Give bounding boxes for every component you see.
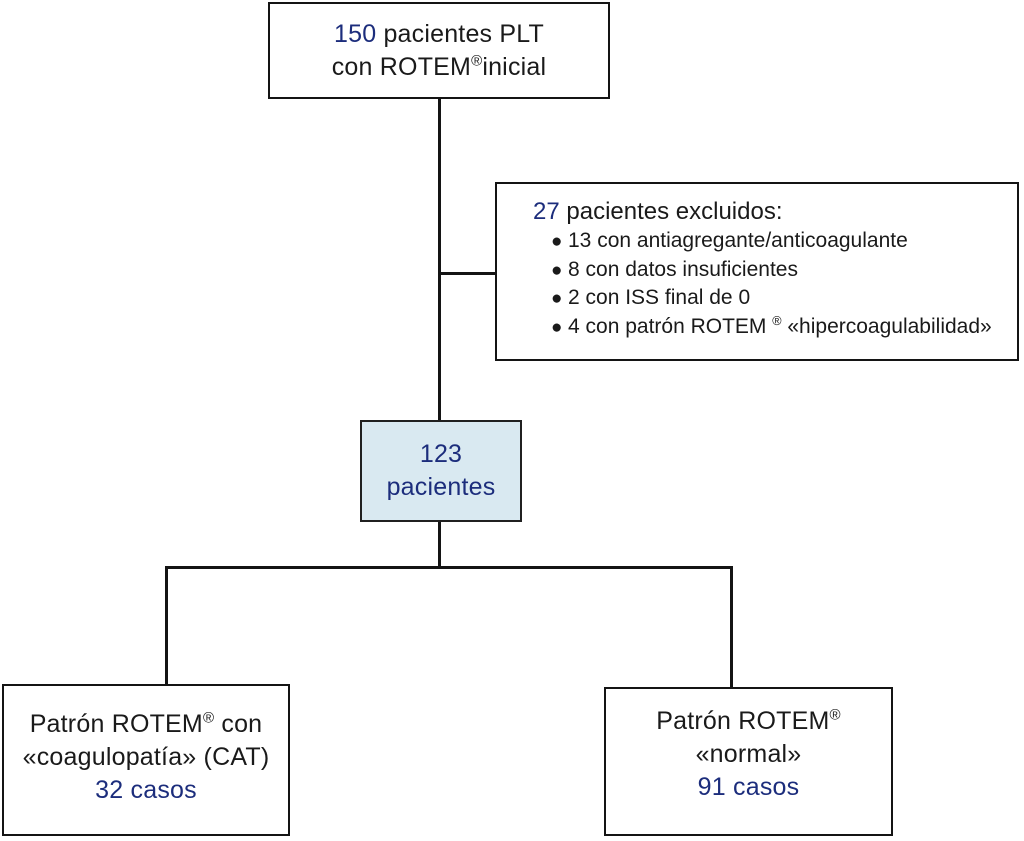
connector-left-vertical-line xyxy=(165,566,168,684)
excluded-patient-count: 27 xyxy=(533,198,560,225)
registered-trademark-symbol: ® xyxy=(772,313,782,328)
exclusion-reason-text: 8 con datos insuficientes xyxy=(568,257,798,281)
exclusion-reason-item: ● 8 con datos insuficientes xyxy=(533,256,1017,285)
initial-cohort-line1: 150 pacientes PLT xyxy=(333,19,545,48)
registered-trademark-symbol: ® xyxy=(829,706,841,724)
connector-top-vertical-line xyxy=(438,99,441,420)
initial-cohort-box: 150 pacientes PLT con ROTEM®inicial xyxy=(268,2,610,99)
connector-right-vertical-line xyxy=(730,566,733,687)
normal-line2: «normal» xyxy=(695,740,802,768)
exclusion-reason-item: ● 2 con ISS final de 0 xyxy=(533,284,1017,313)
bullet-icon: ● xyxy=(551,259,563,281)
bullet-icon: ● xyxy=(551,231,563,252)
normal-line1: Patrón ROTEM® xyxy=(656,706,841,735)
registered-trademark-symbol: ® xyxy=(471,52,483,70)
registered-trademark-symbol: ® xyxy=(202,709,215,727)
connector-middle-vertical-line xyxy=(438,522,441,569)
coagulopathy-line2: «coagulopatía» (CAT) xyxy=(22,743,270,771)
included-patient-count: 123 xyxy=(419,440,463,468)
connector-excluded-horizontal-line xyxy=(440,272,495,275)
coagulopathy-case-count: 32 casos xyxy=(95,776,197,804)
bullet-icon: ● xyxy=(551,288,563,309)
excluded-patients-content: 27 pacientes excluidos: ● 13 con antiagr… xyxy=(497,184,1017,341)
coagulopathy-line1: Patrón ROTEM® con xyxy=(29,709,263,738)
initial-cohort-line2: con ROTEM®inicial xyxy=(331,52,547,81)
normal-case-count: 91 casos xyxy=(697,773,800,801)
exclusion-reason-text: 2 con ISS final de 0 xyxy=(568,286,751,309)
bullet-icon: ● xyxy=(551,316,563,338)
included-patients-box: 123 pacientes xyxy=(360,420,522,522)
exclusion-reason-item: ● 13 con antiagregante/anticoagulante xyxy=(533,227,1017,256)
excluded-patients-box: 27 pacientes excluidos: ● 13 con antiagr… xyxy=(495,182,1019,361)
connector-branch-horizontal-line xyxy=(165,566,733,569)
coagulopathy-outcome-box: Patrón ROTEM® con «coagulopatía» (CAT) 3… xyxy=(2,684,290,836)
normal-outcome-box: Patrón ROTEM® «normal» 91 casos xyxy=(604,687,893,836)
included-patients-label: pacientes xyxy=(386,473,496,501)
exclusion-reason-item: ● 4 con patrón ROTEM ® «hipercoagulabili… xyxy=(533,313,1017,342)
excluded-patients-title: 27 pacientes excluidos: xyxy=(533,198,783,225)
exclusion-reason-text: 4 con patrón ROTEM ® «hipercoagulabilida… xyxy=(568,313,992,338)
exclusion-reason-text: 13 con antiagregante/anticoagulante xyxy=(568,229,908,252)
initial-patient-count: 150 xyxy=(333,19,377,48)
